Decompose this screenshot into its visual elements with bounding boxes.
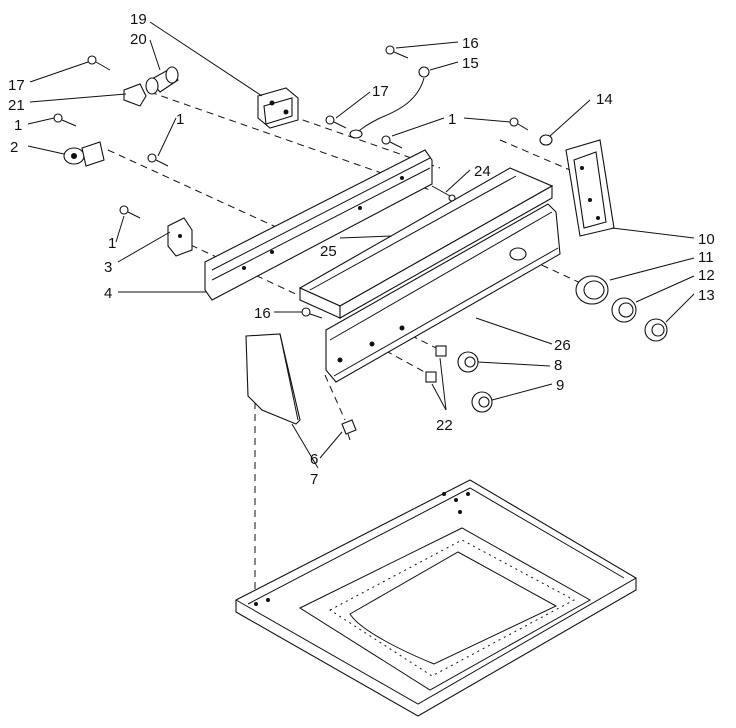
- callout-14: 14: [596, 91, 613, 108]
- callout-labels: 19 20 17 21 1 2 1 16 15 17 1 14 24 25 1 …: [8, 11, 715, 488]
- wire-part-15: [349, 66, 430, 139]
- callout-20: 20: [130, 31, 147, 48]
- knob-part-8: [457, 351, 479, 373]
- clip-part-22: [425, 345, 447, 383]
- screw-16a: [385, 45, 409, 59]
- callout-15: 15: [462, 55, 479, 72]
- nut-part-14: [539, 134, 553, 146]
- cover-part-25: [298, 167, 554, 319]
- callout-16b: 16: [254, 305, 271, 322]
- callout-12: 12: [698, 267, 715, 284]
- screw-1b: [147, 153, 169, 167]
- callout-3: 3: [104, 259, 112, 276]
- switch-part-2: [63, 141, 105, 167]
- callout-8: 8: [554, 357, 562, 374]
- clip-part-21: [123, 83, 147, 107]
- callout-13: 13: [698, 287, 715, 304]
- leader-lines: [27, 21, 695, 469]
- end-cap-part-7: [245, 333, 301, 425]
- screw-6: [341, 419, 357, 441]
- bracket-part-19: [257, 87, 299, 129]
- knob-part-9: [471, 391, 493, 413]
- callout-1a: 1: [14, 117, 22, 134]
- callout-16a: 16: [462, 35, 479, 52]
- callout-7: 7: [310, 471, 318, 488]
- callout-17b: 17: [372, 83, 389, 100]
- cabinet-top: [235, 479, 637, 717]
- callout-6: 6: [310, 451, 318, 468]
- callout-1b: 1: [176, 111, 184, 128]
- callout-22: 22: [436, 417, 453, 434]
- callout-26: 26: [554, 337, 571, 354]
- rail-part-4: [204, 149, 433, 301]
- callout-2: 2: [10, 139, 18, 156]
- screw-1c-right: [509, 117, 529, 131]
- pin-part-24: [431, 185, 456, 202]
- screw-1d: [119, 205, 141, 219]
- callout-24: 24: [474, 163, 491, 180]
- callout-11: 11: [698, 249, 714, 266]
- callout-9: 9: [556, 377, 564, 394]
- knob-part-13: [644, 318, 668, 342]
- callout-19: 19: [130, 11, 147, 28]
- callout-10: 10: [698, 231, 715, 248]
- bracket-part-3: [167, 217, 193, 257]
- end-panel-part-10: [565, 139, 615, 237]
- ring-part-12: [611, 297, 637, 323]
- console-part-26: [325, 203, 561, 383]
- bezel-part-11: [575, 275, 609, 305]
- screw-1a: [53, 113, 77, 127]
- callout-1d: 1: [108, 235, 116, 252]
- cylinder-part-20: [145, 66, 179, 95]
- callout-21: 21: [8, 97, 25, 114]
- callout-17a: 17: [8, 77, 25, 94]
- screw-17b: [325, 115, 347, 129]
- callout-4: 4: [104, 285, 112, 302]
- callout-25: 25: [320, 243, 337, 260]
- screw-17a: [87, 55, 111, 71]
- screw-16b: [301, 307, 323, 319]
- screw-1c-left: [381, 135, 403, 149]
- callout-1c: 1: [448, 111, 456, 128]
